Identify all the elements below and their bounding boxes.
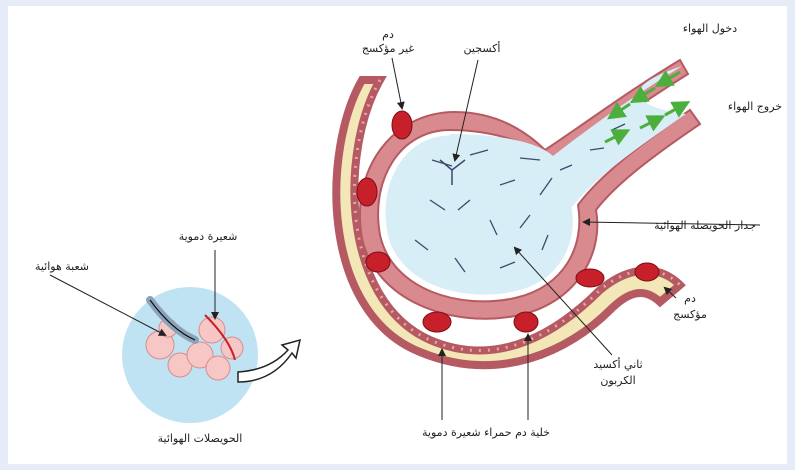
label-blood-capillary: شعيرة دموية [179,230,238,243]
label-deoxy-line2: غير مؤكسج [362,42,415,55]
red-blood-cell [357,178,377,206]
label-red-cell-capillary: خلية دم حمراء شعيرة دموية [422,426,550,439]
red-blood-cell [392,111,412,139]
red-blood-cell [514,312,538,332]
label-co2-line2: الكربون [600,374,635,387]
label-alveolus-wall: جدار الحويصلة الهوائية [654,219,756,232]
alveolus-air-space [384,66,686,296]
label-oxy-line2: مؤكسج [673,308,707,321]
label-oxy-line1: دم [684,292,696,305]
label-deoxy-line1: دم [382,28,394,41]
red-blood-cell [635,263,659,281]
red-blood-cell [576,269,604,287]
alveoli-inset [50,250,300,423]
red-blood-cell [423,312,451,332]
label-oxygen: أكسجين [464,41,501,55]
label-air-in: دخول الهواء [683,22,737,35]
label-air-bronchiole: شعبة هوائية [35,260,89,273]
label-co2-line1: ثاني أكسيد [593,357,642,371]
alveolus-main [336,58,760,420]
label-alveoli: الحويصلات الهوائية [158,432,243,445]
deoxy-pointer [392,58,402,108]
label-air-out: خروج الهواء [728,100,782,113]
red-blood-cell [366,252,390,272]
